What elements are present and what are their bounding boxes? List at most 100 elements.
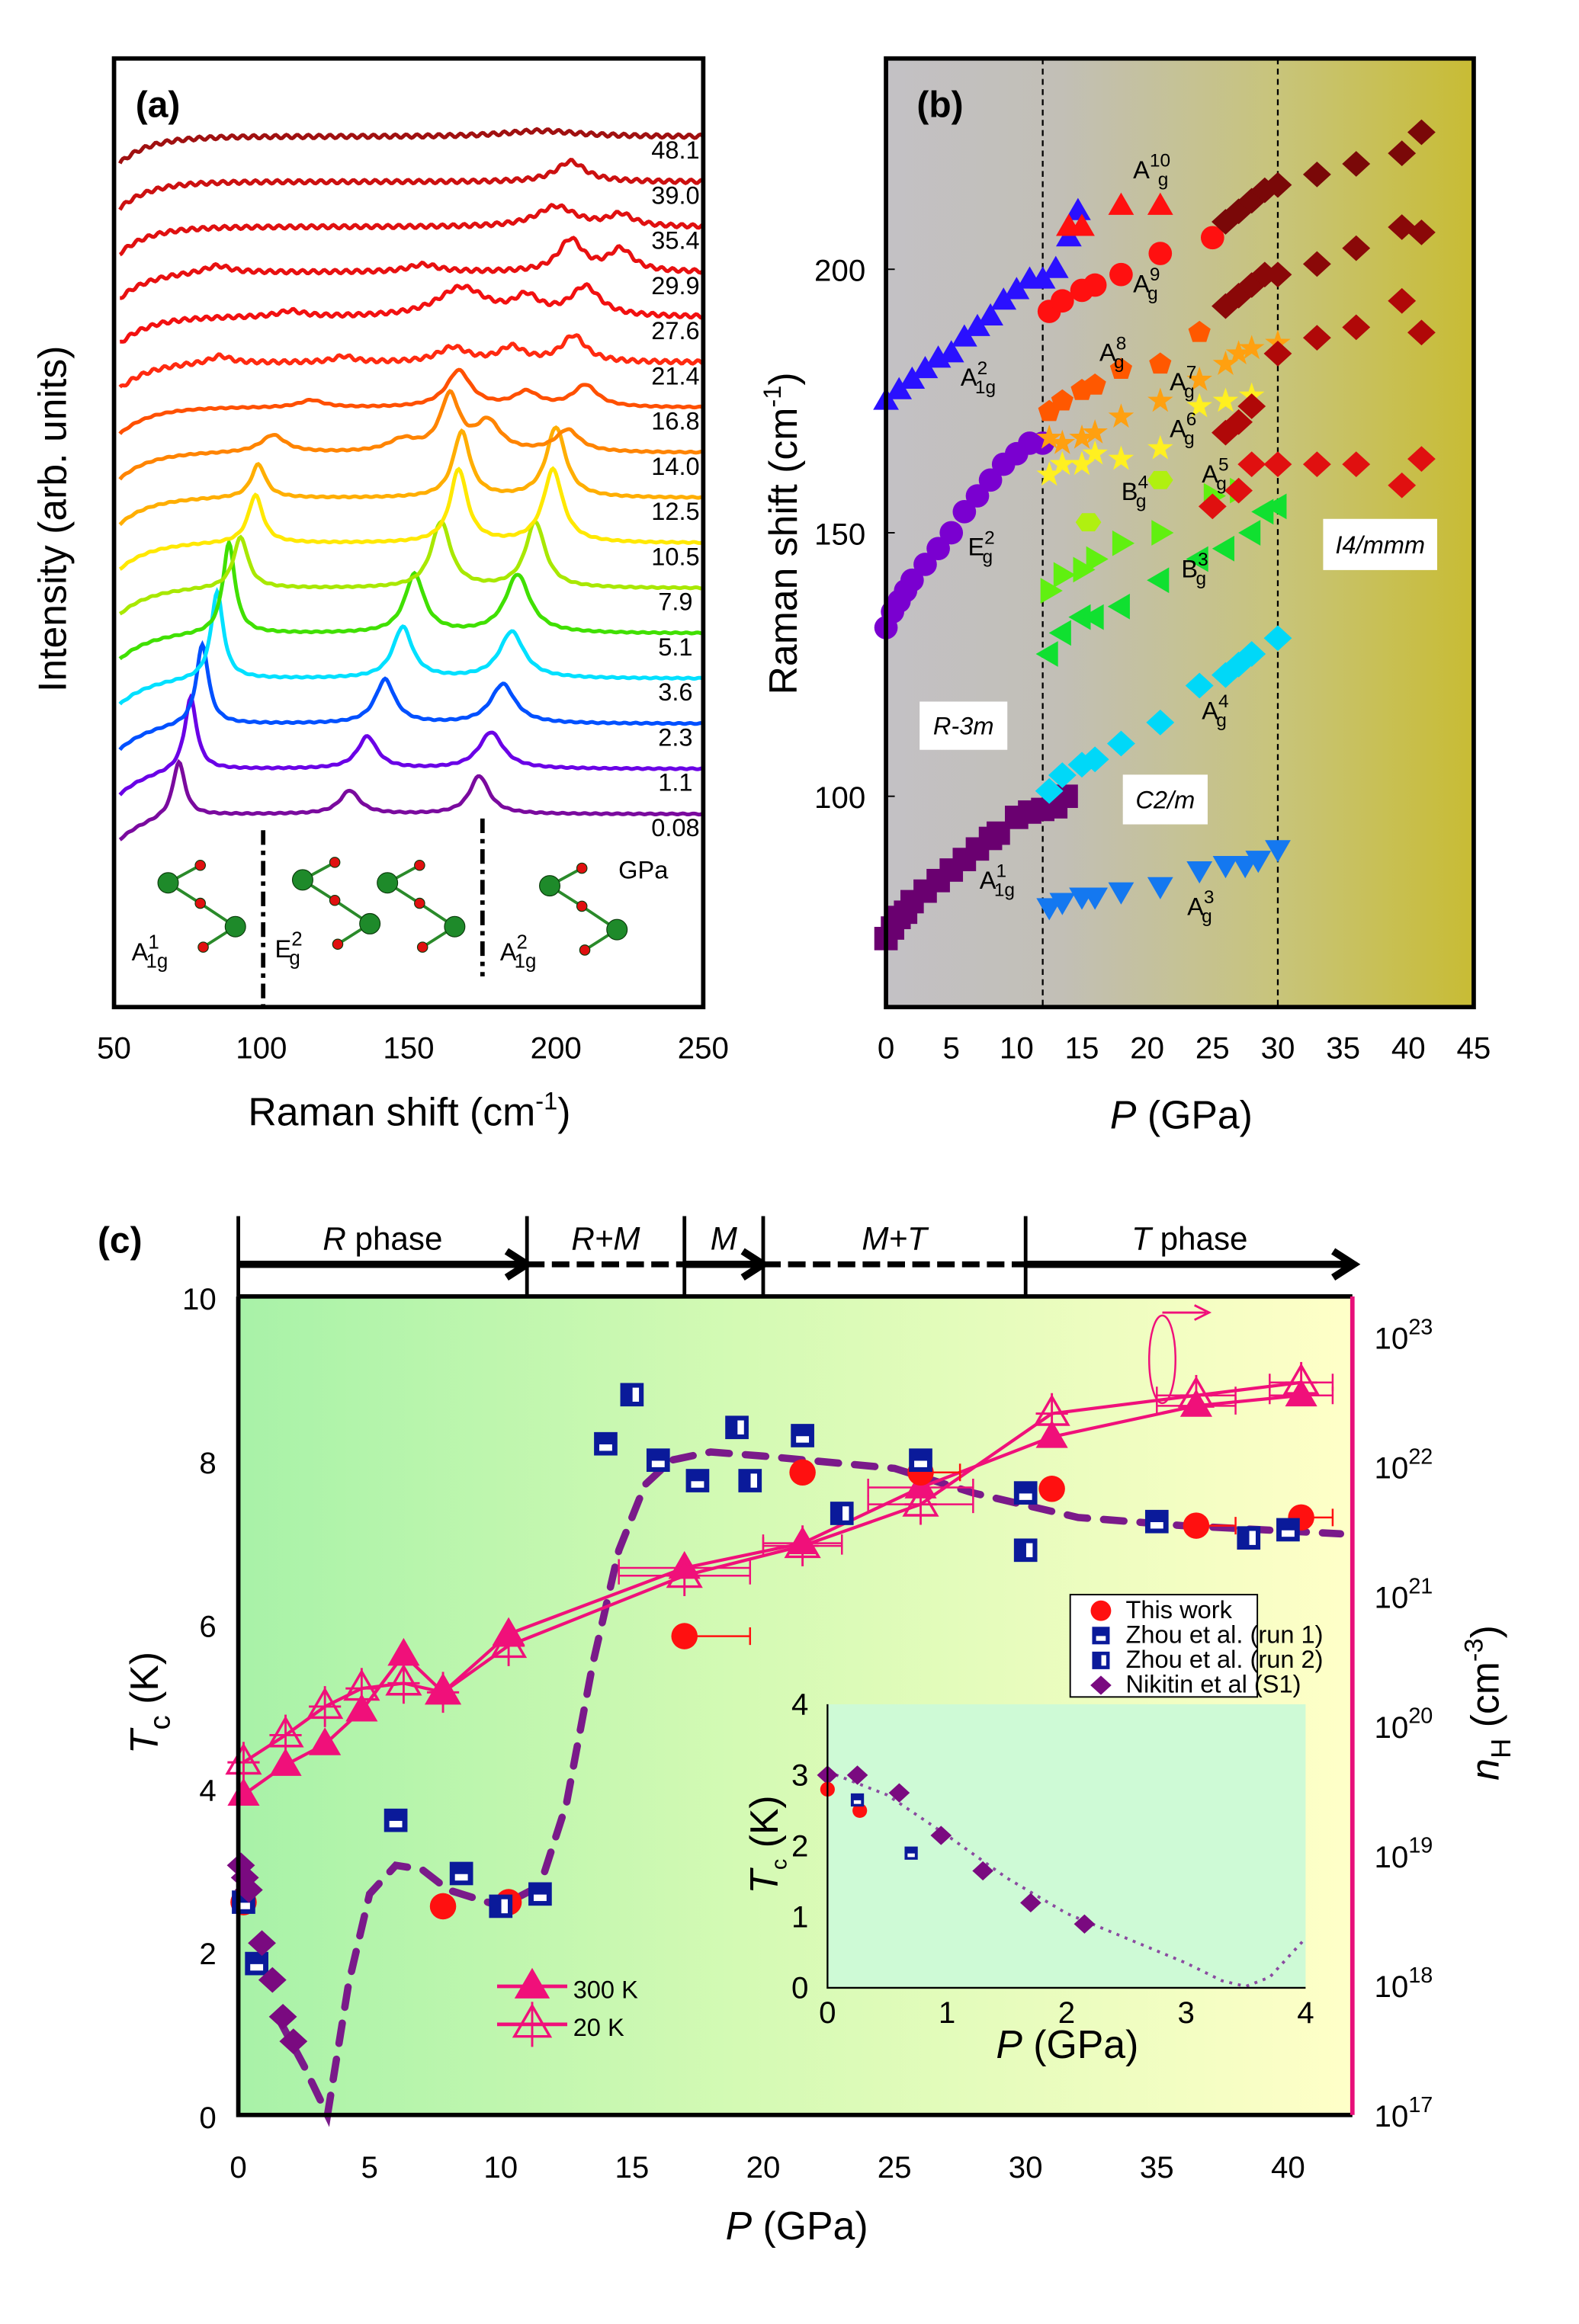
mode-sup: 6 [1186,409,1197,430]
data-point [1237,393,1266,419]
mode-sub: g [1114,352,1125,373]
mode-sup: 4 [1138,472,1149,492]
tick-base: 10 [1375,1581,1409,1615]
data-point [1109,262,1133,287]
x-tick-label: 40 [1271,2150,1305,2185]
data-point [1108,445,1135,470]
marker-hole [1101,1655,1106,1666]
inset-x-tick-label: 1 [939,1995,955,2030]
data-point [846,1765,868,1785]
series-T-2 [1212,214,1436,319]
data-point [1083,373,1106,395]
y-tick-label-left: 4 [199,1773,216,1807]
series-Ag10 [1056,192,1173,236]
marker-hole [501,1899,508,1914]
data-point [899,366,926,389]
data-point [1388,287,1417,314]
marker-hole [454,1874,468,1881]
data-point [1149,352,1172,374]
data-point [912,356,939,379]
data-point [1302,251,1331,277]
x-tick-label: 15 [615,2150,649,2185]
mode-base: E [968,533,984,561]
y-tick-label-right: 1017 [1375,2093,1433,2133]
axes-c [236,1296,1353,2117]
mode-base: A [1170,367,1186,396]
panel-label-a: (a) [136,85,181,125]
data-point [964,313,990,336]
mode-sup: 8 [1116,333,1127,354]
phase-italic: R+M [571,1221,640,1257]
data-point [1238,335,1265,360]
mode-base: A [132,938,149,966]
marker-fill [245,1951,269,1976]
phase-label: R phase [323,1221,442,1257]
data-point [850,1793,865,1807]
marker-fill [725,1415,749,1440]
mode-sup: 10 [1150,151,1170,171]
se-atom [416,941,428,953]
data-point [1069,424,1095,449]
pressure-label: 14.0 [651,452,699,480]
tick-base: 10 [1375,1322,1409,1356]
x-tick-label: 35 [1326,1031,1360,1065]
y-tick-label-left: 8 [199,1446,216,1480]
spectrum-line [118,466,704,571]
data-point [309,1727,342,1755]
data-point [1224,477,1253,504]
mode-sub: g [1195,569,1206,589]
tick-exp: 22 [1408,1444,1433,1469]
data-point [1148,242,1173,265]
marker-fill [489,1894,513,1919]
data-point [1302,161,1331,188]
x-error-bar [676,1627,752,1646]
data-point [1407,119,1436,146]
legend-marker [514,1967,550,1999]
marker-hole [1019,1493,1032,1500]
mode-base: A [961,363,977,391]
inset-y-tick-label: 4 [791,1687,808,1721]
x-tick-label: 45 [1457,1031,1491,1065]
legend-marker [512,2002,553,2047]
marker-hole [250,1963,264,1971]
phase-label: R-3m [933,712,994,740]
data-point [1151,520,1174,546]
y-axis-label-right: nH (cm-3) [1459,1625,1516,1781]
x-tick-label: 30 [1261,1031,1295,1065]
spectrum-line [118,389,704,481]
data-point [909,1448,932,1473]
spectrum-line [118,203,704,257]
phase-label-box [1122,774,1208,825]
marker-fill [830,1502,854,1525]
phase-label-box [1323,518,1437,570]
data-point [1112,530,1135,556]
data-point [1186,393,1212,418]
marker-hole [632,1387,640,1402]
data-point [1147,192,1173,215]
tick-base: 10 [1375,2099,1409,2133]
data-point [939,521,964,545]
marker-fill [904,1846,918,1860]
data-point [913,553,937,576]
mode-sup: 1 [148,932,159,954]
se-atom [194,897,206,909]
x-tick-label: 25 [1195,1031,1230,1065]
data-point [306,1686,344,1727]
x-tick-label: 20 [1130,1031,1164,1065]
phase-label: M [711,1221,738,1257]
marker-hole [1281,1530,1295,1537]
x-tick-label: 0 [229,2150,246,2185]
pressure-label: 1.1 [658,768,692,797]
mode-sub: g [1184,428,1195,449]
data-point [268,2004,297,2030]
y-tick-label: 200 [814,254,865,288]
data-point [1065,197,1091,220]
marker-fill [791,1424,814,1447]
bi-atom [606,918,628,941]
y-tick-label-right: 1021 [1375,1575,1433,1615]
se-atom [576,900,588,912]
